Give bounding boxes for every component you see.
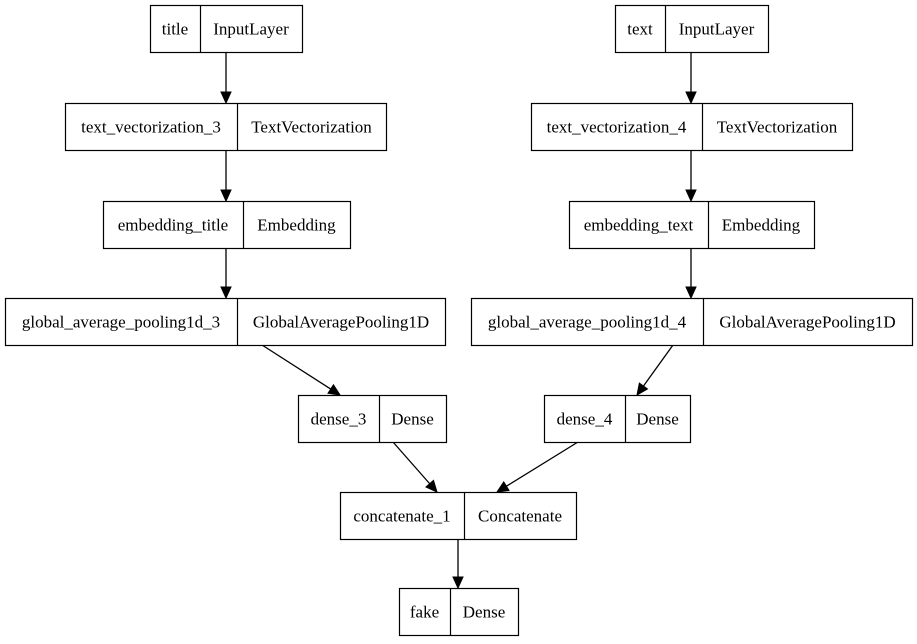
edge-emb_title-to-gap3 (220, 248, 232, 300)
arrowhead-icon (220, 286, 232, 300)
layer-name-label: embedding_text (584, 216, 694, 235)
layer-type-label: Concatenate (478, 507, 562, 526)
layer-type-label: Dense (391, 410, 433, 429)
node-box (568, 200, 816, 250)
layer-type-label: GlobalAveragePooling1D (719, 313, 895, 332)
node-box (149, 4, 304, 54)
layer-name-label: text (627, 20, 653, 39)
arrowhead-icon (452, 576, 464, 590)
layer-name-label: global_average_pooling1d_3 (22, 313, 220, 332)
edge-emb_text-to-gap4 (685, 248, 697, 300)
layer-type-label: InputLayer (679, 20, 755, 39)
node-fake: fake Dense (398, 587, 520, 637)
arrowhead-icon (220, 189, 232, 203)
arrowhead-icon (685, 286, 697, 300)
node-emb_title: embedding_title Embedding (102, 200, 352, 250)
edge-line (261, 344, 332, 390)
layer-type-label: GlobalAveragePooling1D (253, 313, 429, 332)
edges-layer (220, 52, 697, 590)
node-box (543, 394, 692, 444)
edge-gap3-to-dense3 (261, 344, 342, 396)
arrowhead-icon (636, 382, 649, 396)
node-box (102, 200, 352, 250)
edge-dense3-to-concat1 (392, 441, 438, 493)
layer-type-label: InputLayer (213, 20, 289, 39)
layer-type-label: TextVectorization (251, 118, 372, 137)
node-box (530, 102, 854, 152)
layer-name-label: dense_3 (311, 410, 367, 429)
arrowhead-icon (495, 481, 510, 493)
layer-name-label: embedding_title (118, 216, 228, 235)
edge-line (642, 344, 674, 387)
node-gap4: global_average_pooling1d_4 GlobalAverageP… (470, 297, 914, 347)
node-tv4: text_vectorization_4 TextVectorization (530, 102, 854, 152)
edge-title-to-tv3 (220, 52, 232, 105)
layer-type-label: Dense (463, 603, 505, 622)
layer-type-label: Embedding (722, 216, 801, 235)
node-box (398, 587, 520, 637)
layer-type-label: TextVectorization (717, 118, 838, 137)
node-box (470, 297, 914, 347)
layer-name-label: fake (410, 603, 439, 622)
edge-line (392, 441, 431, 485)
node-box (614, 4, 770, 54)
node-box (64, 102, 388, 152)
layer-type-label: Embedding (257, 216, 336, 235)
edge-dense4-to-concat1 (495, 441, 579, 493)
layer-name-label: global_average_pooling1d_4 (488, 313, 687, 332)
edge-concat1-to-fake (452, 539, 464, 590)
node-box (4, 297, 447, 347)
arrowhead-icon (685, 91, 697, 105)
nodes-layer: title InputLayer text InputLayer text_vector… (4, 4, 914, 637)
node-gap3: global_average_pooling1d_3 GlobalAverageP… (4, 297, 447, 347)
node-box (297, 394, 448, 444)
edge-gap4-to-dense4 (636, 344, 674, 396)
edge-line (506, 441, 579, 487)
arrowhead-icon (327, 383, 342, 396)
layer-name-label: dense_4 (557, 410, 613, 429)
edge-text-to-tv4 (685, 52, 697, 105)
layer-name-label: text_vectorization_3 (81, 118, 221, 137)
arrowhead-icon (220, 91, 232, 105)
arrowhead-icon (685, 189, 697, 203)
edge-tv4-to-emb_text (685, 150, 697, 203)
layer-name-label: title (162, 20, 188, 39)
node-emb_text: embedding_text Embedding (568, 200, 816, 250)
node-tv3: text_vectorization_3 TextVectorization (64, 102, 388, 152)
node-text: text InputLayer (614, 4, 770, 54)
node-title: title InputLayer (149, 4, 304, 54)
layer-type-label: Dense (636, 410, 678, 429)
layer-name-label: text_vectorization_4 (547, 118, 687, 137)
node-concat1: concatenate_1 Concatenate (339, 491, 578, 541)
layer-name-label: concatenate_1 (353, 507, 450, 526)
arrowhead-icon (425, 479, 438, 493)
node-dense3: dense_3 Dense (297, 394, 448, 444)
node-dense4: dense_4 Dense (543, 394, 692, 444)
edge-tv3-to-emb_title (220, 150, 232, 203)
node-box (339, 491, 578, 541)
